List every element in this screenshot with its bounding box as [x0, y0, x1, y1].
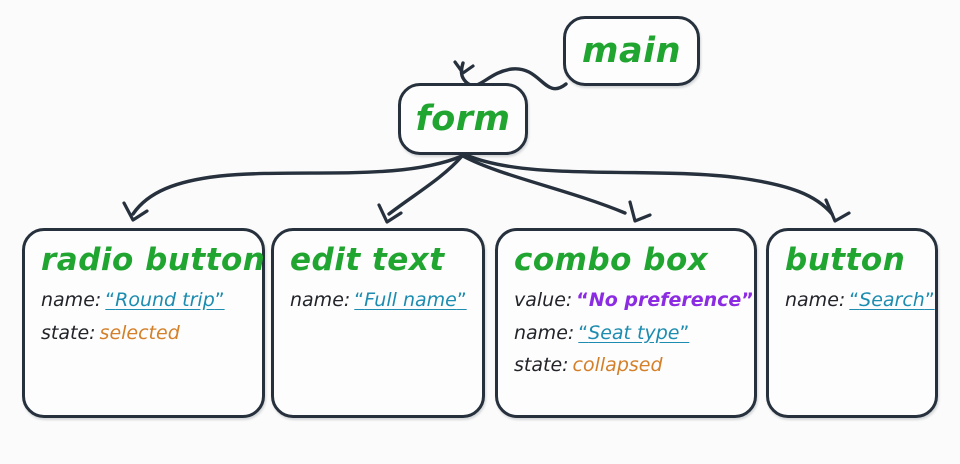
property-value: “Seat type”: [578, 322, 689, 344]
node-edit-text-title: edit text: [290, 242, 445, 278]
node-combo-box-title: combo box: [514, 242, 709, 278]
property-key: name:: [785, 288, 846, 311]
property-key: name:: [290, 288, 351, 311]
edge-form-to-edit-text: [377, 154, 464, 224]
property-value-text: No preference: [588, 288, 742, 311]
quote-close: ”: [679, 321, 690, 344]
property-row: name:“Round trip”: [41, 284, 246, 317]
quote-open: “: [576, 288, 589, 311]
node-button[interactable]: button name:“Search”: [766, 228, 938, 418]
quote-close: ”: [741, 288, 754, 311]
quote-open: “: [354, 288, 365, 311]
property-value: “Search”: [849, 289, 934, 311]
property-key: value:: [514, 288, 573, 311]
node-form[interactable]: form: [398, 83, 528, 155]
property-value: selected: [99, 321, 180, 344]
property-key: name:: [41, 288, 102, 311]
quote-close: ”: [214, 288, 225, 311]
node-button-title: button: [785, 242, 906, 278]
property-value-text: Full name: [364, 288, 457, 311]
property-value: collapsed: [572, 354, 663, 377]
property-value-text: Round trip: [115, 288, 215, 311]
property-key: state:: [514, 354, 569, 377]
property-value-text: Seat type: [588, 321, 680, 344]
property-value: “No preference”: [576, 289, 754, 311]
property-list: name:“Round trip” state:selected: [41, 284, 246, 350]
property-list: name:“Full name”: [290, 284, 467, 317]
property-value-text: Search: [859, 288, 925, 311]
quote-close: ”: [456, 288, 467, 311]
node-edit-text[interactable]: edit text name:“Full name”: [271, 228, 485, 418]
node-radio-button-title: radio button: [41, 242, 266, 278]
property-row: name:“Search”: [785, 284, 935, 317]
property-row: state:collapsed: [514, 349, 738, 382]
property-list: name:“Search”: [785, 284, 935, 317]
property-key: name:: [514, 321, 575, 344]
property-value: “Full name”: [354, 289, 466, 311]
node-main-title: main: [581, 31, 681, 71]
quote-open: “: [849, 288, 860, 311]
node-radio-button[interactable]: radio button name:“Round trip” state:sel…: [22, 228, 265, 418]
property-value: “Round trip”: [105, 289, 224, 311]
edge-form-to-radio-button: [122, 154, 464, 222]
property-row: name:“Full name”: [290, 284, 467, 317]
property-row: value:“No preference”: [514, 284, 754, 317]
property-row: name:“Seat type”: [514, 317, 738, 350]
edge-form-to-button: [464, 153, 851, 223]
quote-open: “: [105, 288, 116, 311]
property-list: value:“No preference” name:“Seat type” s…: [514, 284, 754, 383]
property-key: state:: [41, 321, 96, 344]
quote-close: ”: [924, 288, 935, 311]
property-row: state:selected: [41, 317, 246, 350]
node-main[interactable]: main: [563, 16, 700, 86]
node-form-title: form: [415, 99, 511, 139]
node-combo-box[interactable]: combo box value:“No preference” name:“Se…: [495, 228, 757, 418]
edge-form-to-combo-box: [461, 154, 652, 223]
quote-open: “: [578, 321, 589, 344]
